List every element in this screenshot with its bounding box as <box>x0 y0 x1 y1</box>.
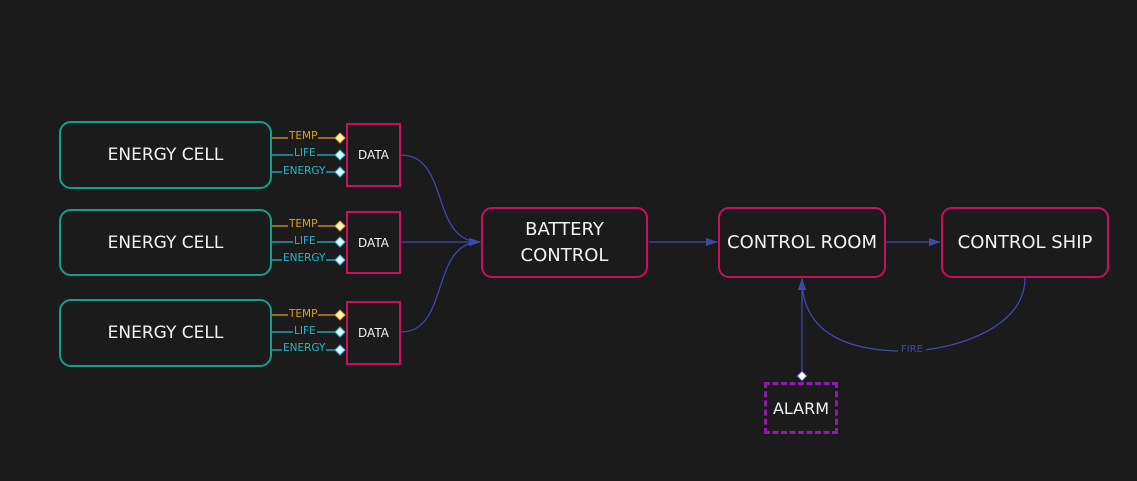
port-label-life: LIFE <box>293 147 317 159</box>
control-ship-label: CONTROL SHIP <box>957 231 1093 253</box>
data-node-2[interactable]: DATA <box>346 211 401 274</box>
port-diamonds <box>334 132 346 356</box>
data-node-label: DATA <box>358 148 389 162</box>
edge-label-fire: FIRE <box>898 344 926 355</box>
edge-controlship-controlroom-fire <box>798 277 1026 352</box>
data-node-1[interactable]: DATA <box>346 123 401 187</box>
port-label-energy: ENERGY <box>282 165 327 177</box>
data-node-3[interactable]: DATA <box>346 301 401 365</box>
energy-cell-label: ENERGY CELL <box>107 145 224 165</box>
energy-port-diamond-2 <box>334 254 346 266</box>
alarm-node[interactable]: ALARM <box>764 382 838 434</box>
control-room-node[interactable]: CONTROL ROOM <box>718 207 886 278</box>
control-room-label: CONTROL ROOM <box>727 231 877 253</box>
port-label-temp: TEMP <box>288 130 319 142</box>
battery-control-label-line1: BATTERY <box>525 218 604 240</box>
data-node-label: DATA <box>358 326 389 340</box>
alarm-label: ALARM <box>772 398 830 418</box>
port-label-energy: ENERGY <box>282 342 327 354</box>
energy-cell-1[interactable]: ENERGY CELL <box>59 121 272 189</box>
temp-port-diamond-3 <box>334 309 346 321</box>
edge-data3-battery <box>400 238 481 333</box>
port-label-energy: ENERGY <box>282 252 327 264</box>
battery-control-node[interactable]: BATTERY CONTROL <box>481 207 648 278</box>
port-label-life: LIFE <box>293 325 317 337</box>
energy-cell-label: ENERGY CELL <box>107 232 224 253</box>
data-node-label: DATA <box>358 235 389 250</box>
edge-data1-battery <box>400 154 481 246</box>
battery-control-label-line2: CONTROL <box>520 244 609 266</box>
temp-port-diamond-1 <box>334 132 346 144</box>
port-label-life: LIFE <box>293 235 317 247</box>
life-port-diamond-3 <box>334 326 346 338</box>
energy-cell-3[interactable]: ENERGY CELL <box>59 299 272 367</box>
energy-port-diamond-1 <box>334 166 346 178</box>
temp-port-diamond-2 <box>334 220 346 232</box>
port-label-temp: TEMP <box>288 308 319 320</box>
port-label-temp: TEMP <box>288 218 319 230</box>
energy-cell-2[interactable]: ENERGY CELL <box>59 209 272 276</box>
life-port-diamond-2 <box>334 236 346 248</box>
energy-port-diamond-3 <box>334 344 346 356</box>
alarm-port-diamond <box>796 370 808 382</box>
energy-cell-label: ENERGY CELL <box>107 323 224 343</box>
control-ship-node[interactable]: CONTROL SHIP <box>941 207 1109 278</box>
life-port-diamond-1 <box>334 149 346 161</box>
